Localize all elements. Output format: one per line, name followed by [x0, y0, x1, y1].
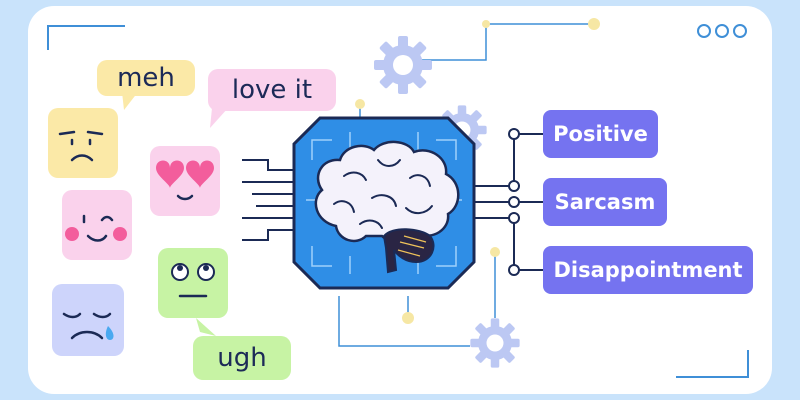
bubble-tail — [122, 92, 138, 110]
emoji-face-icon — [52, 284, 124, 356]
corner-bracket-top-left — [47, 25, 125, 50]
label-sarcasm: Sarcasm — [543, 178, 667, 226]
gear-icon — [374, 36, 432, 94]
circuit-dot — [402, 312, 414, 324]
circuit-dot — [490, 247, 500, 257]
emoji-face-icon — [62, 190, 132, 260]
input-wires — [242, 159, 294, 241]
window-dots-icon — [697, 24, 747, 38]
circuit-dot — [588, 18, 600, 30]
brain-chip-icon — [292, 116, 476, 290]
bubble-text-ugh: ugh — [217, 343, 267, 373]
emoji-face-icon — [158, 248, 228, 318]
corner-bracket-bottom-right — [676, 350, 749, 378]
speech-bubble-meh: meh — [97, 60, 195, 96]
circuit-dot — [355, 99, 365, 109]
label-disappointment: Disappointment — [543, 246, 753, 294]
circuit-dot — [482, 20, 490, 28]
emoji-face-icon — [150, 146, 220, 216]
speech-bubble-love: love it — [208, 69, 336, 111]
bubble-tail — [196, 318, 216, 336]
label-positive: Positive — [543, 110, 658, 158]
wire-nodes — [508, 128, 520, 276]
emoji-face-icon — [48, 108, 118, 178]
gear-icon — [470, 318, 520, 368]
speech-bubble-ugh: ugh — [193, 336, 291, 380]
bubble-text-meh: meh — [117, 63, 175, 93]
bubble-tail — [210, 108, 228, 128]
bubble-text-love: love it — [231, 75, 313, 105]
